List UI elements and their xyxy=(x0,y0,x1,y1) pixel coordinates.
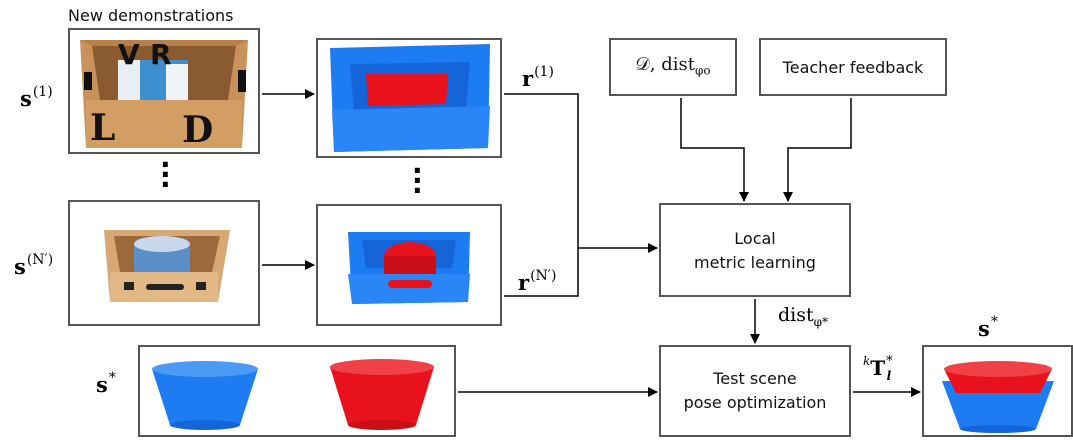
transform-label: kT*l xyxy=(862,354,893,383)
s-star-right-sup: * xyxy=(990,314,998,330)
r1-sup: (1) xyxy=(534,64,554,80)
vertical-ellipsis-right: ··· xyxy=(412,154,423,207)
local-metric-learning-line1: Local xyxy=(734,229,776,248)
sN-base: s xyxy=(14,254,26,279)
dataset-distance-text: 𝒟, distφo xyxy=(611,54,735,78)
teacher-feedback-box: Teacher feedback xyxy=(759,38,947,96)
s-star-left-label: s* xyxy=(96,370,116,397)
dist-phi-star-sub: φ* xyxy=(813,314,829,329)
dist-phi-star-main: dist xyxy=(778,304,814,326)
svg-text:L: L xyxy=(90,107,115,149)
demo-1-photo-box: V R L D xyxy=(68,28,260,154)
wooden-box-tin-image xyxy=(104,230,230,302)
scene-1-segmentation-box xyxy=(316,38,502,158)
local-metric-learning-line2: metric learning xyxy=(694,253,816,272)
dist-phi-star-label: distφ* xyxy=(778,304,828,329)
sN-sup: (N′) xyxy=(26,252,54,268)
demo-n-photo-box xyxy=(68,200,260,326)
dataset-distance-box: 𝒟, distφo xyxy=(609,38,737,96)
arrow-dataset-to-local xyxy=(680,98,749,202)
vertical-ellipsis-left: ··· xyxy=(160,148,171,201)
sN-label: s(N′) xyxy=(14,252,53,279)
blue-red-bowls-image xyxy=(152,359,434,430)
line-r1-to-merge xyxy=(504,93,579,248)
local-metric-learning-box: Local metric learning xyxy=(659,203,851,297)
blue-tray-red-cylinder-image xyxy=(348,232,470,304)
stacked-bowls-image xyxy=(942,361,1054,433)
svg-text:V: V xyxy=(118,38,140,71)
s1-label: s(1) xyxy=(20,84,53,111)
scene-n-segmentation-box xyxy=(316,204,502,326)
teacher-feedback-text: Teacher feedback xyxy=(782,58,924,77)
s1-sup: (1) xyxy=(32,84,53,100)
new-demonstrations-title: New demonstrations xyxy=(68,6,234,25)
blue-box-red-object-image xyxy=(330,44,490,152)
r1-base: r xyxy=(522,66,534,91)
test-scene-line1: Test scene xyxy=(713,369,797,388)
dataset-distance-sub: φo xyxy=(694,63,711,78)
svg-text:D: D xyxy=(182,109,213,151)
test-scene-objects-box xyxy=(138,345,456,437)
wooden-box-milk-image: V R L D xyxy=(80,38,248,151)
rN-sup: (N′) xyxy=(530,268,557,284)
test-scene-pose-box: Test scene pose optimization xyxy=(659,345,851,437)
test-scene-line2: pose optimization xyxy=(683,393,827,412)
s-star-right-label: s* xyxy=(978,314,998,341)
r1-label: r(1) xyxy=(522,64,554,91)
result-stacked-bowls-box xyxy=(922,345,1073,437)
s-star-right-base: s xyxy=(978,316,990,341)
s1-base: s xyxy=(20,86,32,111)
transform-pre: k xyxy=(863,354,871,368)
transform-sup: * xyxy=(886,354,893,369)
rN-base: r xyxy=(518,270,530,295)
svg-text:R: R xyxy=(150,38,172,71)
transform-main: T xyxy=(870,356,886,380)
s-star-left-sup: * xyxy=(108,370,116,386)
dataset-distance-main: 𝒟, dist xyxy=(635,54,695,75)
s-star-left-base: s xyxy=(96,372,108,397)
transform-sub: l xyxy=(886,369,892,383)
arrow-teacher-to-local xyxy=(783,98,852,202)
rN-label: r(N′) xyxy=(518,268,556,295)
